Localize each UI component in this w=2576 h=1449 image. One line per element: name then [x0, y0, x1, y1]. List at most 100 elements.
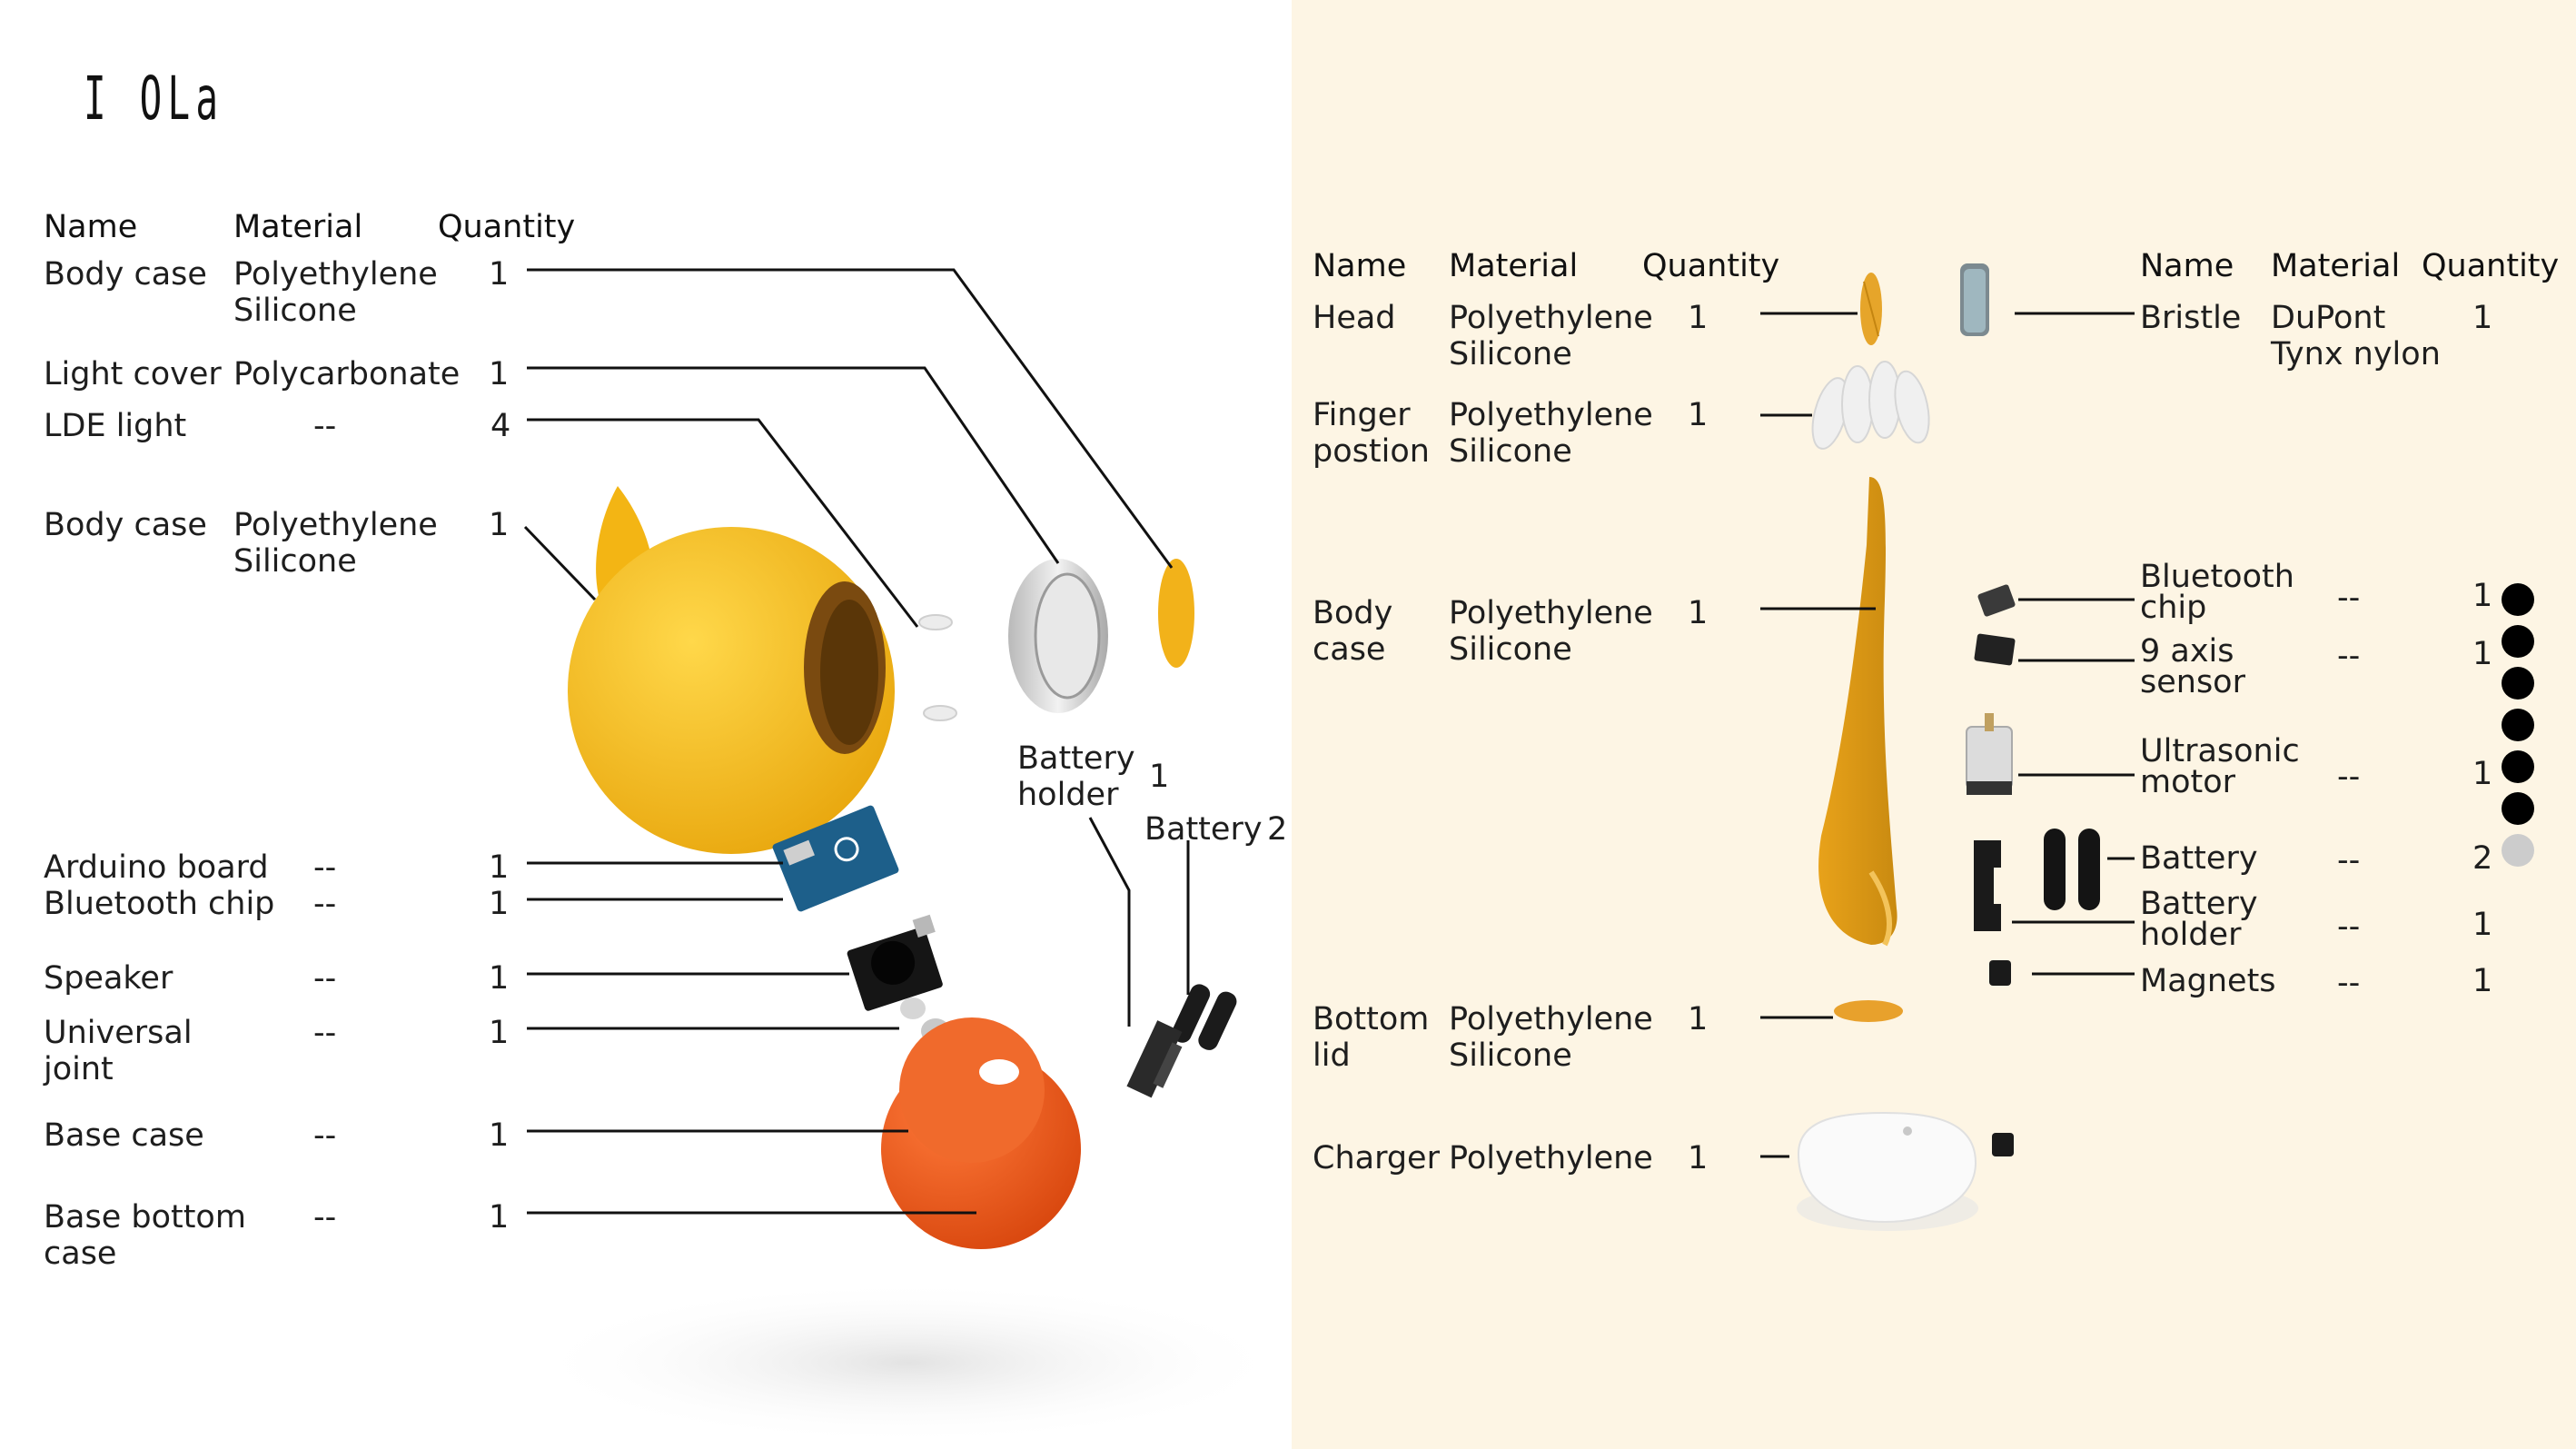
- left-row-material: --: [313, 886, 337, 922]
- right-row-name: Battery holder: [2140, 886, 2258, 953]
- arduino-board-illustration: [772, 805, 899, 912]
- middle-row-quantity: 1: [1688, 397, 1709, 433]
- body-case-disc-illustration: [1158, 559, 1194, 668]
- bluetooth-chip-illustration: [1977, 584, 2016, 617]
- left-leader-lines: [523, 268, 1190, 1215]
- middle-header-quantity: Quantity: [1642, 248, 1780, 284]
- right-row-name: Bluetooth chip: [2140, 559, 2294, 626]
- bristle-illustration: [1960, 263, 1989, 336]
- finger-position-illustration: [1811, 361, 1930, 450]
- color-dot-column: [2502, 583, 2534, 867]
- right-row-quantity: 1: [2472, 578, 2493, 614]
- left-row-name: Bluetooth chip: [44, 886, 275, 922]
- right-row-material: --: [2337, 638, 2361, 674]
- middle-row-material: Polyethylene: [1449, 1140, 1653, 1176]
- middle-row-name: Finger postion: [1313, 397, 1430, 470]
- left-row-material: --: [313, 408, 337, 444]
- right-battery-holder-illustration: [1974, 840, 2006, 931]
- middle-row-name: Head: [1313, 300, 1396, 336]
- color-dot: [2502, 750, 2534, 783]
- battery-holder-illustration: [1126, 1020, 1183, 1098]
- left-row-quantity: 1: [489, 1015, 510, 1051]
- middle-row-quantity: 1: [1688, 595, 1709, 631]
- body-case-blade-illustration: [1818, 477, 1897, 947]
- left-header-quantity: Quantity: [438, 209, 576, 245]
- left-row-name: Speaker: [44, 960, 173, 997]
- left-row-material: Polyethylene Silicone: [233, 507, 438, 580]
- right-row-material: --: [2337, 580, 2361, 616]
- right-row-quantity: 2: [2472, 840, 2493, 877]
- battery-illustration: [1172, 984, 1237, 1050]
- speaker-illustration: [847, 914, 943, 1011]
- right-row-quantity: 1: [2472, 300, 2493, 336]
- right-row-material: DuPont Tynx nylon: [2271, 300, 2441, 372]
- right-header-name: Name: [2140, 248, 2234, 284]
- right-row-name: Magnets: [2140, 963, 2276, 999]
- right-row-name: Bristle: [2140, 300, 2242, 336]
- middle-leader-lines: [1760, 312, 1876, 1158]
- color-dot: [2502, 583, 2534, 616]
- left-row-material: Polycarbonate: [233, 356, 461, 392]
- right-row-material: --: [2337, 908, 2361, 945]
- left-row-material: Polyethylene Silicone: [233, 256, 438, 329]
- left-row-quantity: 1: [489, 1199, 510, 1236]
- nine-axis-sensor-illustration: [1974, 633, 2016, 666]
- left-row-name: Light cover: [44, 356, 222, 392]
- head-illustration: [1860, 273, 1882, 345]
- color-dot: [2502, 792, 2534, 825]
- left-row-quantity: 4: [490, 408, 511, 444]
- left-header-material: Material: [233, 209, 363, 245]
- right-row-material: --: [2337, 965, 2361, 1001]
- yellow-body-case-illustration: [568, 486, 895, 854]
- ultrasonic-motor-illustration: [1966, 713, 2013, 795]
- left-row-name: Arduino board: [44, 849, 269, 886]
- middle-row-quantity: 1: [1688, 300, 1709, 336]
- left-row-material: --: [313, 1199, 337, 1236]
- left-row-name: Body case: [44, 256, 207, 293]
- middle-row-material: Polyethylene Silicone: [1449, 300, 1653, 372]
- left-row-name: Universal joint: [44, 1015, 193, 1087]
- left-row-quantity: 1: [489, 1117, 510, 1154]
- callout-battery-holder-name: Battery holder: [1017, 740, 1135, 813]
- right-leader-lines: [2012, 312, 2135, 976]
- color-dot: [2502, 667, 2534, 700]
- middle-row-material: Polyethylene Silicone: [1449, 1001, 1653, 1074]
- left-row-name: Body case: [44, 507, 207, 543]
- middle-row-material: Polyethylene Silicone: [1449, 595, 1653, 668]
- right-row-quantity: 1: [2472, 756, 2493, 792]
- middle-row-name: Bottom lid: [1313, 1001, 1430, 1074]
- middle-row-name: Charger: [1313, 1140, 1440, 1176]
- right-header-material: Material: [2271, 248, 2401, 284]
- orange-base-case-illustration: [881, 1017, 1081, 1249]
- left-row-quantity: 1: [489, 507, 510, 543]
- middle-header-name: Name: [1313, 248, 1407, 284]
- left-row-quantity: 1: [489, 356, 510, 392]
- left-row-quantity: 1: [489, 256, 510, 293]
- right-battery-illustration: [2044, 829, 2100, 910]
- led-light-illustration: [918, 614, 957, 721]
- charger-magnet-illustration: [1992, 1133, 2014, 1156]
- middle-row-material: Polyethylene Silicone: [1449, 397, 1653, 470]
- left-row-name: LDE light: [44, 408, 187, 444]
- callout-battery-holder-quantity: 1: [1149, 759, 1170, 795]
- right-header-quantity: Quantity: [2422, 248, 2560, 284]
- right-row-quantity: 1: [2472, 636, 2493, 672]
- left-row-material: --: [313, 960, 337, 997]
- charger-illustration: [1797, 1111, 1978, 1231]
- color-dot: [2502, 834, 2534, 867]
- right-row-name: Ultrasonic motor: [2140, 733, 2300, 800]
- light-cover-ring-illustration: [1008, 559, 1108, 713]
- left-row-name: Base case: [44, 1117, 204, 1154]
- left-row-material: --: [313, 1015, 337, 1051]
- middle-row-name: Body case: [1313, 595, 1393, 668]
- middle-header-material: Material: [1449, 248, 1579, 284]
- magnets-illustration: [1989, 960, 2011, 986]
- right-row-material: --: [2337, 759, 2361, 795]
- left-row-quantity: 1: [489, 849, 510, 886]
- ground-shadow: [527, 1281, 1290, 1444]
- left-header-name: Name: [44, 209, 138, 245]
- left-row-material: --: [313, 849, 337, 886]
- left-row-quantity: 1: [489, 960, 510, 997]
- middle-row-quantity: 1: [1688, 1140, 1709, 1176]
- brand-logo: I OLa: [84, 64, 224, 134]
